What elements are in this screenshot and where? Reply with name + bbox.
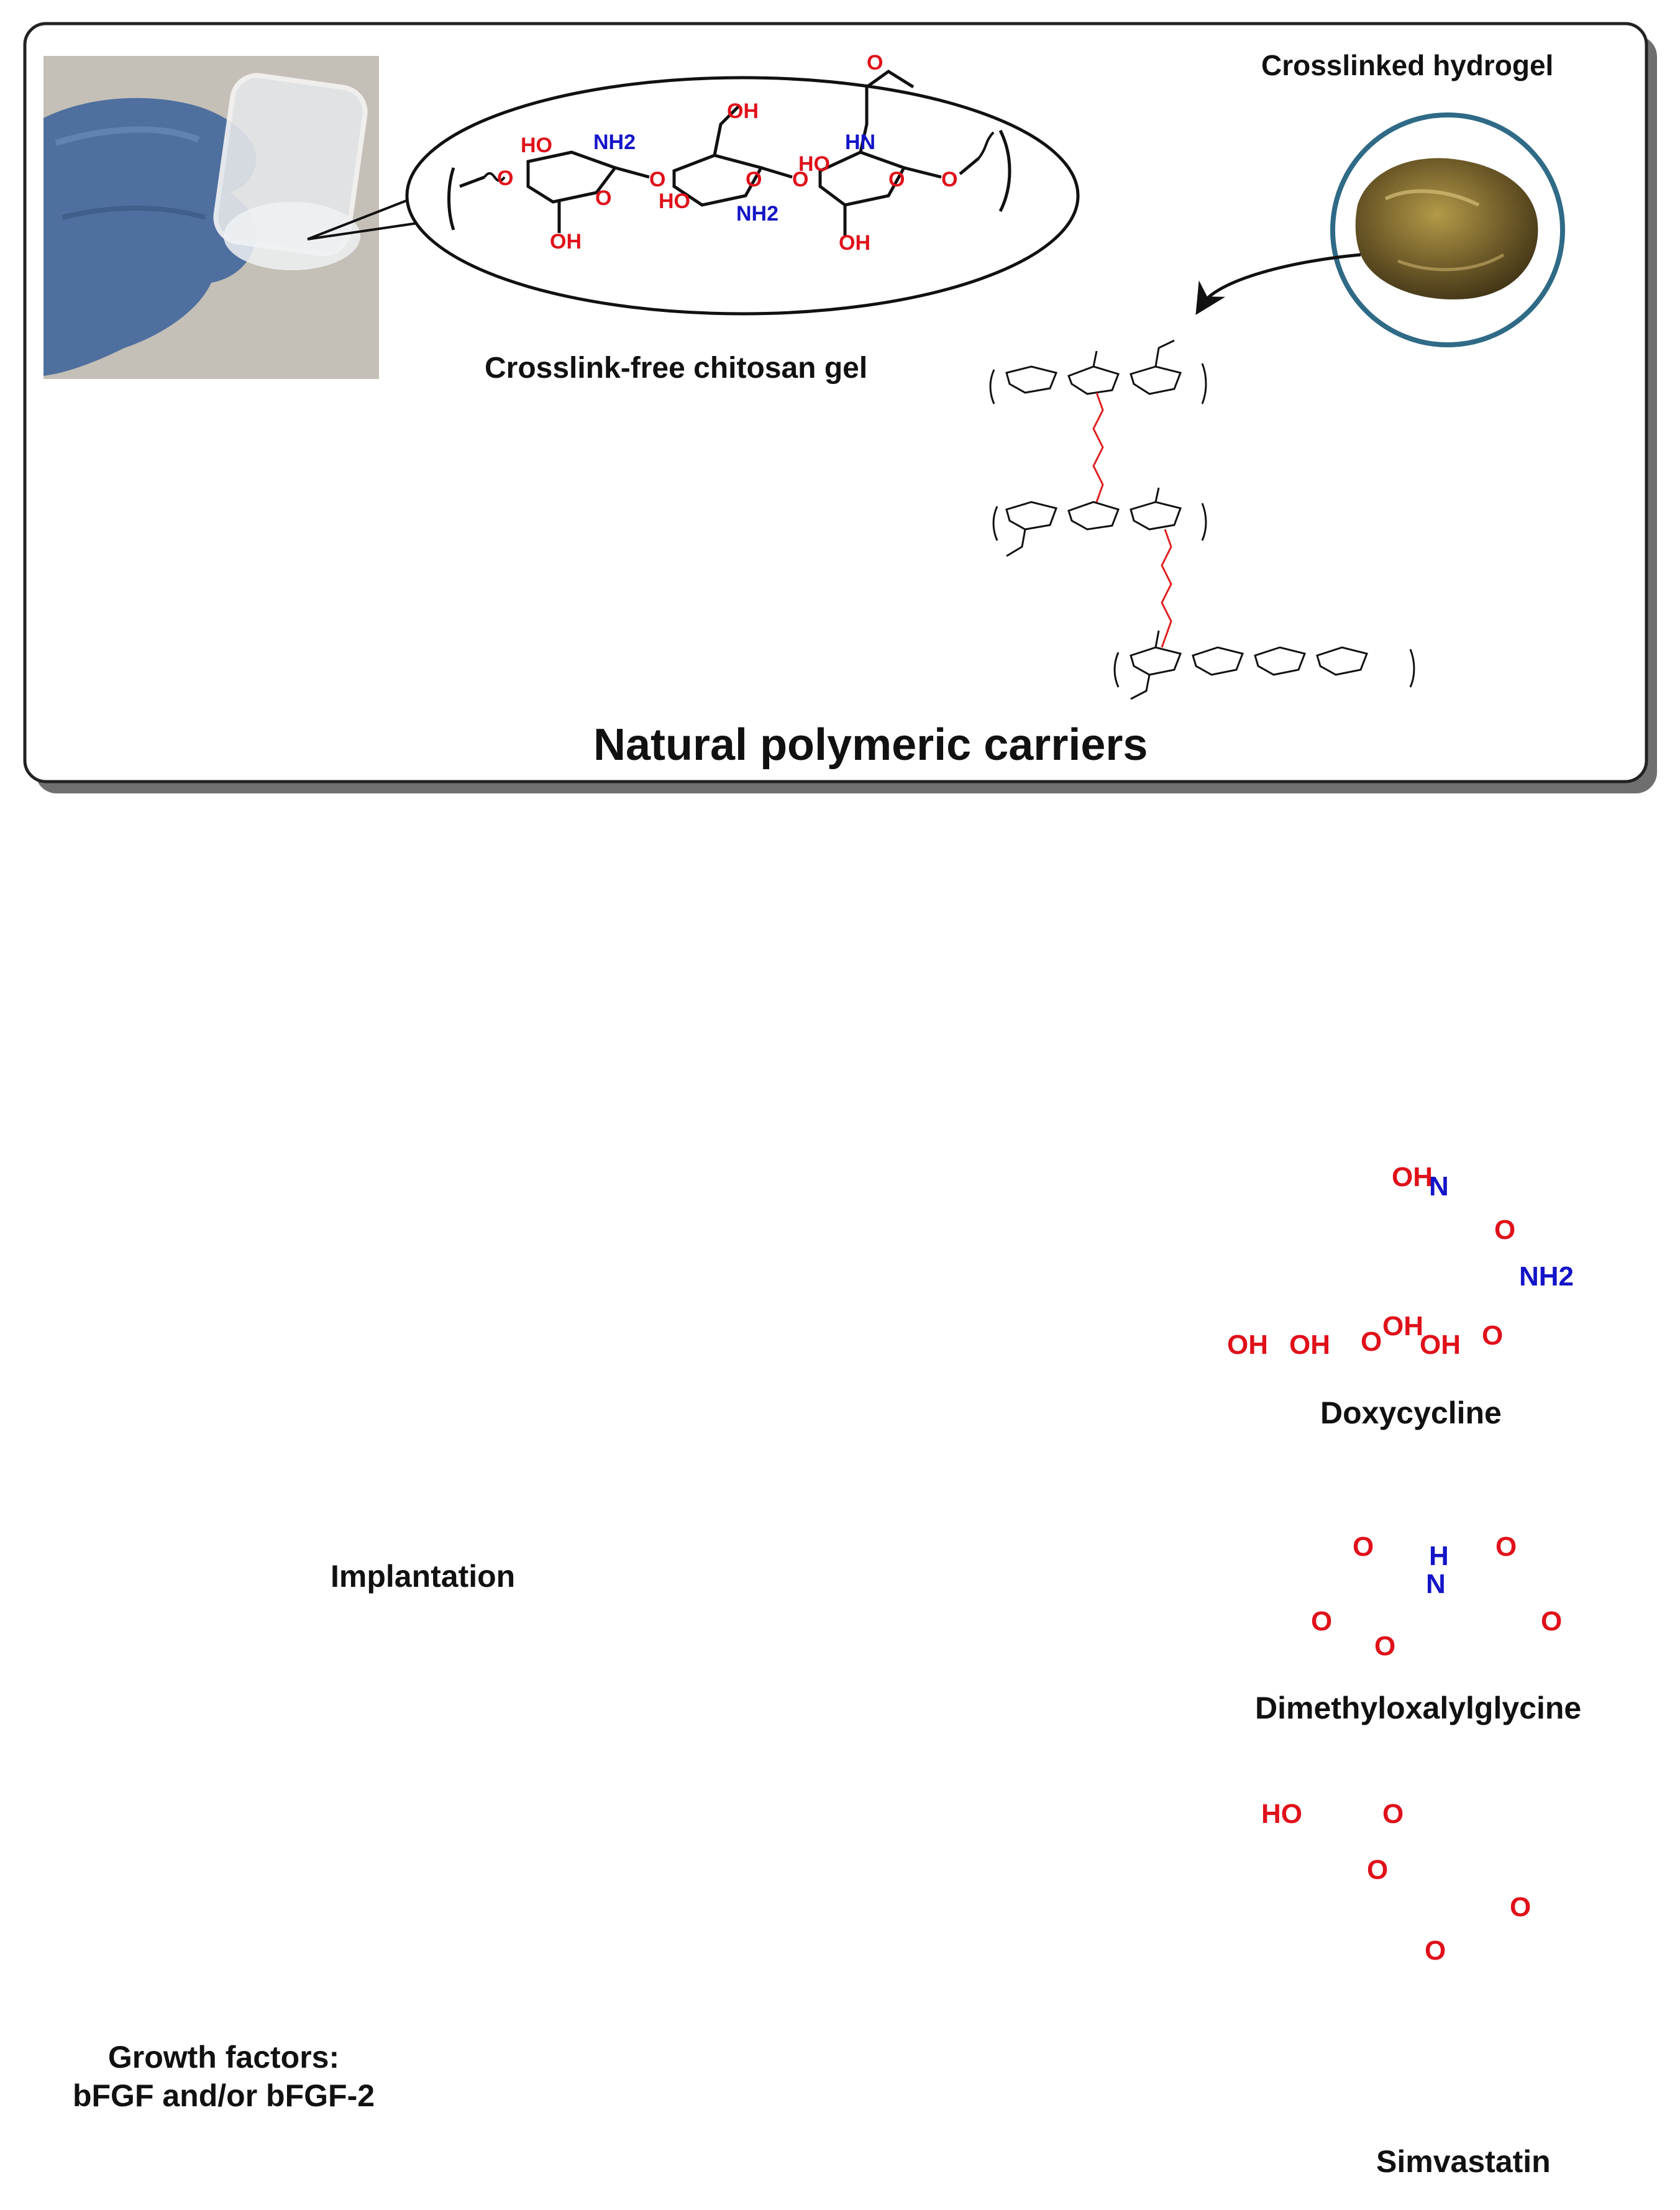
dmog-h: H: [1429, 1541, 1449, 1571]
doxy-n: N: [1429, 1171, 1449, 1202]
crosslink-free-label: Crosslink-free chitosan gel: [485, 352, 868, 385]
chem-o: O: [941, 168, 957, 191]
dmog-o-1: O: [1353, 1532, 1374, 1562]
simva-ho: HO: [1261, 1799, 1302, 1829]
chem-o: O: [497, 167, 513, 190]
chem-hn: HN: [845, 130, 875, 154]
simva-o-2: O: [1367, 1855, 1389, 1885]
doxy-o-3: O: [1361, 1326, 1382, 1357]
chem-o: O: [649, 168, 665, 191]
simva-o-1: O: [1382, 1799, 1404, 1829]
doxy-oh-3: OH: [1289, 1330, 1330, 1360]
doxy-oh-1: OH: [1392, 1162, 1433, 1192]
growth-factors-label: Growth factors: bFGF and/or bFGF-2: [37, 2038, 410, 2115]
chem-nh2: NH2: [736, 202, 778, 226]
doxy-oh-4: OH: [1382, 1311, 1423, 1341]
hydrogel-arrow: [1195, 253, 1361, 315]
implantation-label: Implantation: [331, 1559, 516, 1594]
zoom-line-photo-2: [307, 219, 436, 240]
simva-o-3: O: [1510, 1892, 1532, 1922]
crosslinked-hydrogel-label: Crosslinked hydrogel: [1261, 49, 1554, 81]
chem-oh: OH: [550, 230, 582, 253]
chem-o: O: [746, 168, 762, 191]
dmog-o-5: O: [1541, 1606, 1563, 1637]
dmog-o-2: O: [1311, 1606, 1333, 1637]
chem-oh: OH: [839, 231, 870, 255]
dmog-o-4: O: [1495, 1532, 1517, 1562]
dmog-label: Dimethyloxalylglycine: [1255, 1691, 1582, 1725]
imine-linkers: [1092, 392, 1172, 648]
dmog-n: N: [1426, 1569, 1446, 1599]
doxy-o-1: O: [1494, 1215, 1516, 1245]
growth-factors-line1: Growth factors:: [107, 2040, 340, 2075]
chem-ho: HO: [798, 152, 830, 176]
chem-o: O: [888, 168, 905, 191]
chitosan-structure: O HO NH2 O O OH OH HO O NH2 O HN O HO O …: [405, 51, 1080, 316]
chem-ho: HO: [521, 134, 552, 157]
chem-o: O: [595, 186, 611, 210]
chem-o: O: [792, 168, 808, 191]
chitosan-gel-photo: [43, 56, 379, 379]
chem-oh: OH: [727, 99, 759, 123]
chem-nh2: NH2: [593, 130, 636, 154]
simva-o-4: O: [1425, 1935, 1446, 1966]
dmog-o-3: O: [1374, 1631, 1396, 1661]
doxy-o-2: O: [1482, 1320, 1504, 1351]
doxy-nh2: NH2: [1519, 1261, 1574, 1292]
doxycycline-label: Doxycycline: [1320, 1395, 1502, 1430]
crosslinked-hydrogel-photo: [1330, 112, 1565, 347]
chem-o: O: [867, 51, 883, 75]
growth-factors-line2: bFGF and/or bFGF-2: [72, 2078, 375, 2113]
crosslinked-network: [989, 339, 1415, 700]
chem-ho: HO: [659, 189, 690, 213]
doxy-oh-2: OH: [1227, 1330, 1268, 1360]
simvastatin-label: Simvastatin: [1376, 2144, 1551, 2179]
doxy-oh-5: OH: [1420, 1330, 1461, 1360]
panel-title: Natural polymeric carriers: [593, 720, 1148, 770]
